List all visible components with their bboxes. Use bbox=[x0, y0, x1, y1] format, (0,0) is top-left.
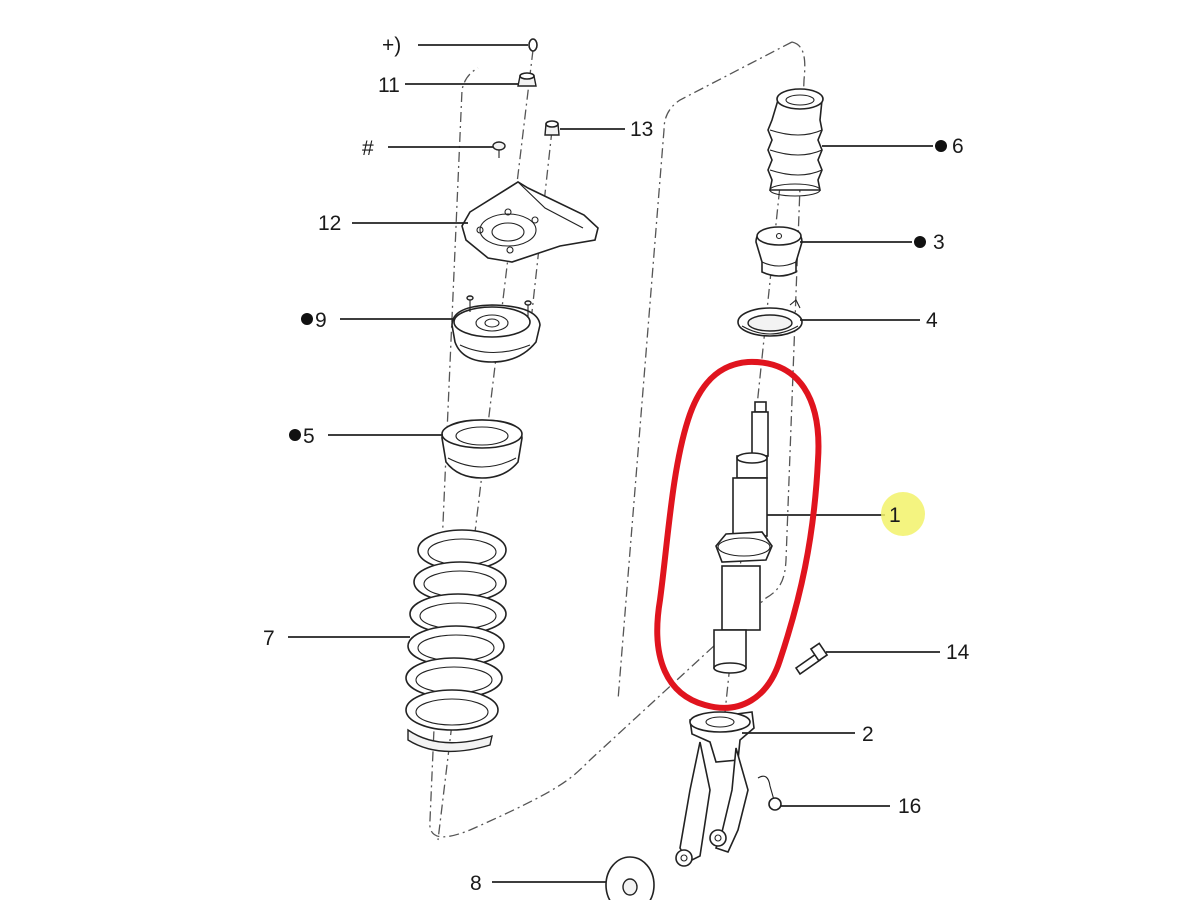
part-fork-mount-2 bbox=[675, 711, 755, 867]
assembly-group-outline bbox=[429, 41, 806, 838]
part-clip-16 bbox=[757, 775, 782, 811]
bullet-3 bbox=[914, 236, 926, 248]
callout-7: 7 bbox=[263, 627, 275, 650]
assembly-group-outline-right bbox=[617, 41, 793, 701]
part-spring-seat-5 bbox=[441, 419, 523, 479]
callout-11: 11 bbox=[378, 74, 400, 97]
part-dust-boot-6 bbox=[767, 88, 824, 197]
part-shock-absorber-1 bbox=[713, 401, 773, 674]
part-nut-11 bbox=[517, 72, 537, 87]
part-seat-ring-4 bbox=[737, 299, 803, 337]
callout-3: 3 bbox=[933, 231, 945, 254]
part-cap-hash bbox=[492, 141, 506, 158]
callout-8: 8 bbox=[470, 872, 482, 895]
callout-16: 16 bbox=[898, 795, 921, 818]
callout-1: 1 bbox=[889, 504, 901, 527]
part-mounting-plate-12 bbox=[461, 181, 599, 263]
callout-14: 14 bbox=[946, 641, 970, 664]
part-bolt-13 bbox=[544, 120, 560, 136]
part-coil-spring-7 bbox=[405, 529, 507, 753]
callout-4: 4 bbox=[926, 309, 938, 332]
part-washer-8 bbox=[605, 856, 655, 900]
bullet-6 bbox=[935, 140, 947, 152]
part-bolt-14 bbox=[794, 642, 829, 676]
part-nut-plus bbox=[528, 38, 538, 52]
highlight-ring bbox=[654, 358, 822, 711]
callout-plus: +) bbox=[382, 34, 401, 57]
callout-1-highlight bbox=[881, 492, 925, 536]
callout-12: 12 bbox=[318, 212, 341, 235]
callout-13: 13 bbox=[630, 118, 653, 141]
callout-5: 5 bbox=[303, 425, 315, 448]
bullet-5 bbox=[289, 429, 301, 441]
part-top-mount-9 bbox=[451, 295, 541, 363]
callout-6: 6 bbox=[952, 135, 964, 158]
callout-2: 2 bbox=[862, 723, 874, 746]
callout-9: 9 bbox=[315, 309, 327, 332]
part-bump-stop-3 bbox=[755, 226, 803, 277]
bullet-9 bbox=[301, 313, 313, 325]
callout-hash: # bbox=[362, 137, 374, 160]
